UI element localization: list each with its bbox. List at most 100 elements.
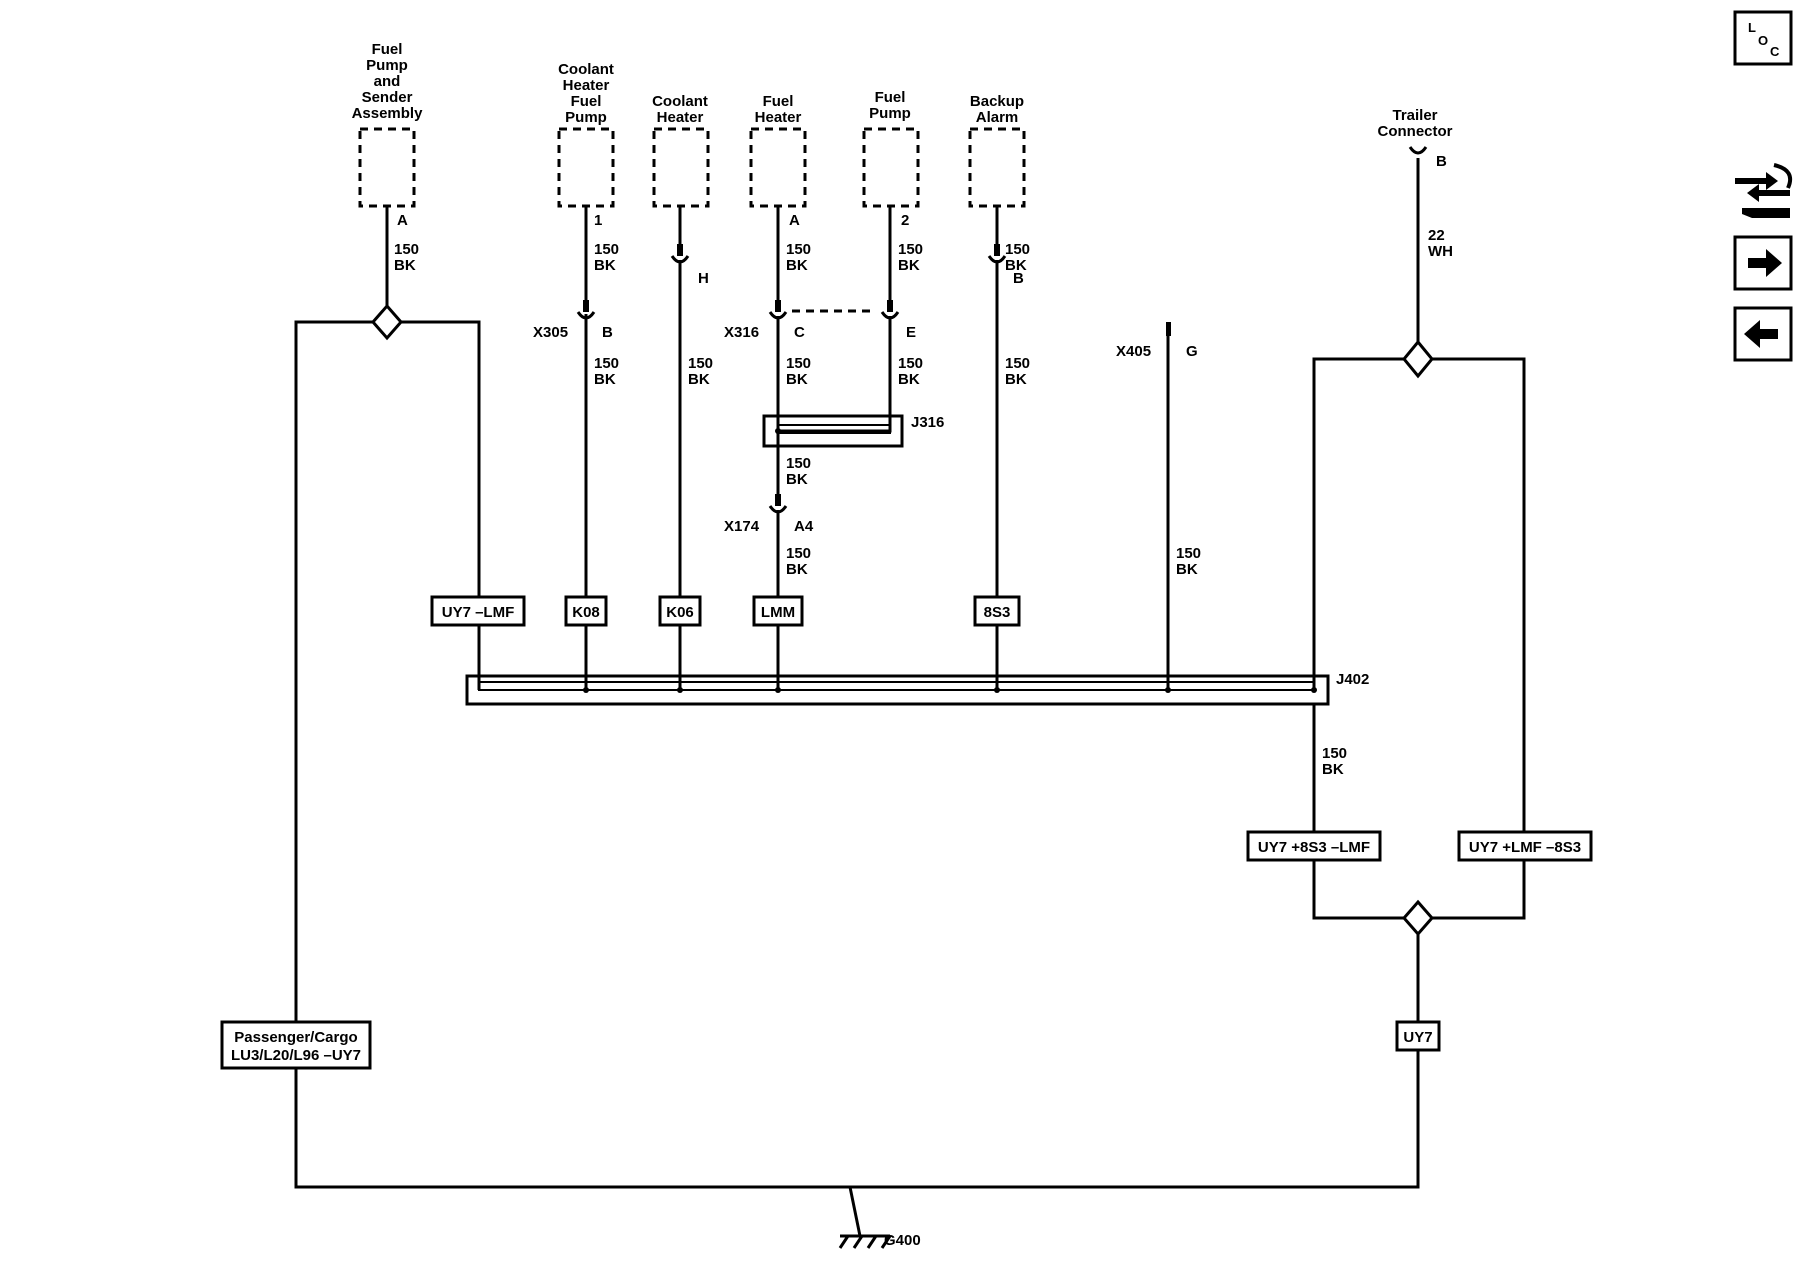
j402-node-x405 xyxy=(1165,687,1171,693)
option-passenger-line1: Passenger/Cargo xyxy=(234,1029,357,1046)
coolant-heater-terminal xyxy=(677,244,683,256)
coolant-heater-cup xyxy=(670,255,690,264)
pin-backup-alarm: B xyxy=(1013,270,1024,287)
wire-size-ba-top: 150 xyxy=(1005,241,1030,258)
option-uy7: UY7 xyxy=(1403,1029,1432,1046)
wire-color-fh-top: BK xyxy=(786,257,808,274)
wire-color-fh-mid: BK xyxy=(786,371,808,388)
j402-node-lmm xyxy=(775,687,781,693)
option-box-k08 xyxy=(564,595,608,627)
ground-hatch-2 xyxy=(852,1235,864,1249)
nav-panel: L O C xyxy=(1733,10,1793,362)
option-8s3: 8S3 xyxy=(984,604,1011,621)
wire-trailer-left xyxy=(1312,357,1404,690)
wire-color-x405: BK xyxy=(1176,561,1198,578)
pin-fuel-heater: A xyxy=(789,212,800,229)
option-box-8s3 xyxy=(973,595,1021,627)
coolant-heater-fuel-pump-box xyxy=(557,127,615,208)
wire-size-fh-mid: 150 xyxy=(786,355,811,372)
j316-node xyxy=(775,428,781,434)
j316-splice-pack: J316 xyxy=(762,414,944,448)
j402-splice-pack: J402 xyxy=(465,671,1369,706)
x305-pin: B xyxy=(602,324,613,341)
wire-size-x405: 150 xyxy=(1176,545,1201,562)
x305-terminal xyxy=(583,300,589,312)
j402-inner xyxy=(478,681,1315,691)
option-box-uy7-lmf-8s3 xyxy=(1457,830,1593,862)
x316-c-cup xyxy=(768,311,788,320)
wire-size-chfp-bot: 150 xyxy=(594,355,619,372)
option-box-lmm xyxy=(752,595,804,627)
option-passenger-line2: LU3/L20/L96 –UY7 xyxy=(231,1047,361,1064)
j402-node-8s3 xyxy=(994,687,1000,693)
splice-diamond-uy7 xyxy=(1402,899,1434,937)
fuel-pump-sender-box xyxy=(358,127,416,208)
wire-color-fp-top: BK xyxy=(898,257,920,274)
splice-diamond-trailer xyxy=(1402,339,1434,379)
locator-icon[interactable]: L O C xyxy=(1733,10,1793,66)
pin-fuel-pump-sender: A xyxy=(397,212,408,229)
x305-label: X305 xyxy=(533,324,568,341)
pin-coolant-heater-fuel-pump: 1 xyxy=(594,212,602,229)
wire-size-fp-bot: 150 xyxy=(898,355,923,372)
ground-hatch-1 xyxy=(838,1235,850,1249)
wire-color-chfp-top: BK xyxy=(594,257,616,274)
wire-size-fh-top: 150 xyxy=(786,241,811,258)
fuel-heater-box xyxy=(749,127,807,208)
connector-symbols xyxy=(576,146,1428,514)
j402-outer xyxy=(465,674,1330,706)
option-tags: UY7 –LMF K08 K06 LMM 8S3 UY7 +8S3 –LMF U… xyxy=(220,595,1593,1070)
x174-cup xyxy=(768,505,788,514)
next-arrow-icon[interactable] xyxy=(1733,235,1793,291)
wires xyxy=(294,158,1526,1237)
locator-letter-l: L xyxy=(1748,20,1756,35)
x405-terminal xyxy=(1166,322,1171,336)
x305-cup xyxy=(576,311,596,320)
ground-label: G400 xyxy=(884,1232,921,1249)
wire-color-sender: BK xyxy=(394,257,416,274)
j402-label: J402 xyxy=(1336,671,1369,688)
wire-j402-out xyxy=(1312,704,1404,920)
pin-fuel-pump: 2 xyxy=(901,212,909,229)
wire-color-fh-j316: BK xyxy=(786,471,808,488)
wire-size-ba-bot: 150 xyxy=(1005,355,1030,372)
wire-size-chfp-top: 150 xyxy=(594,241,619,258)
wire-size-fp-top: 150 xyxy=(898,241,923,258)
option-box-uy7 xyxy=(1395,1020,1441,1052)
wire-trailer-right xyxy=(1432,357,1526,920)
x316-c-terminal xyxy=(775,300,781,312)
ground-g400: G400 xyxy=(838,1232,921,1249)
x316-label: X316 xyxy=(724,324,759,341)
coolant-heater-box xyxy=(652,127,710,208)
x316-pin-e: E xyxy=(906,324,916,341)
backup-alarm-terminal xyxy=(994,244,1000,256)
option-uy7-lmf-8s3: UY7 +LMF –8S3 xyxy=(1469,839,1581,856)
j402-node-out xyxy=(1311,687,1317,693)
option-box-uy7-8s3-lmf xyxy=(1246,830,1382,862)
option-uy7-8s3-lmf: UY7 +8S3 –LMF xyxy=(1258,839,1370,856)
pin-trailer-connector: B xyxy=(1436,153,1447,170)
option-box-k06 xyxy=(658,595,702,627)
back-arrow-icon[interactable] xyxy=(1733,306,1793,362)
wire-color-fp-bot: BK xyxy=(898,371,920,388)
wire-color-chfp-bot: BK xyxy=(594,371,616,388)
wire-color-j402-out: BK xyxy=(1322,761,1344,778)
connector-tool-icon[interactable] xyxy=(1735,163,1793,218)
option-k08: K08 xyxy=(572,604,600,621)
option-k06: K06 xyxy=(666,604,694,621)
pin-coolant-heater: H xyxy=(698,270,709,287)
wire-uy7-lmf xyxy=(401,320,481,690)
pin-labels: A 1 H A 2 B B xyxy=(397,153,1447,287)
wire-color-ch: BK xyxy=(688,371,710,388)
x316-e-terminal xyxy=(887,300,893,312)
option-box-passenger-cargo xyxy=(220,1020,372,1070)
wire-size-ch: 150 xyxy=(688,355,713,372)
